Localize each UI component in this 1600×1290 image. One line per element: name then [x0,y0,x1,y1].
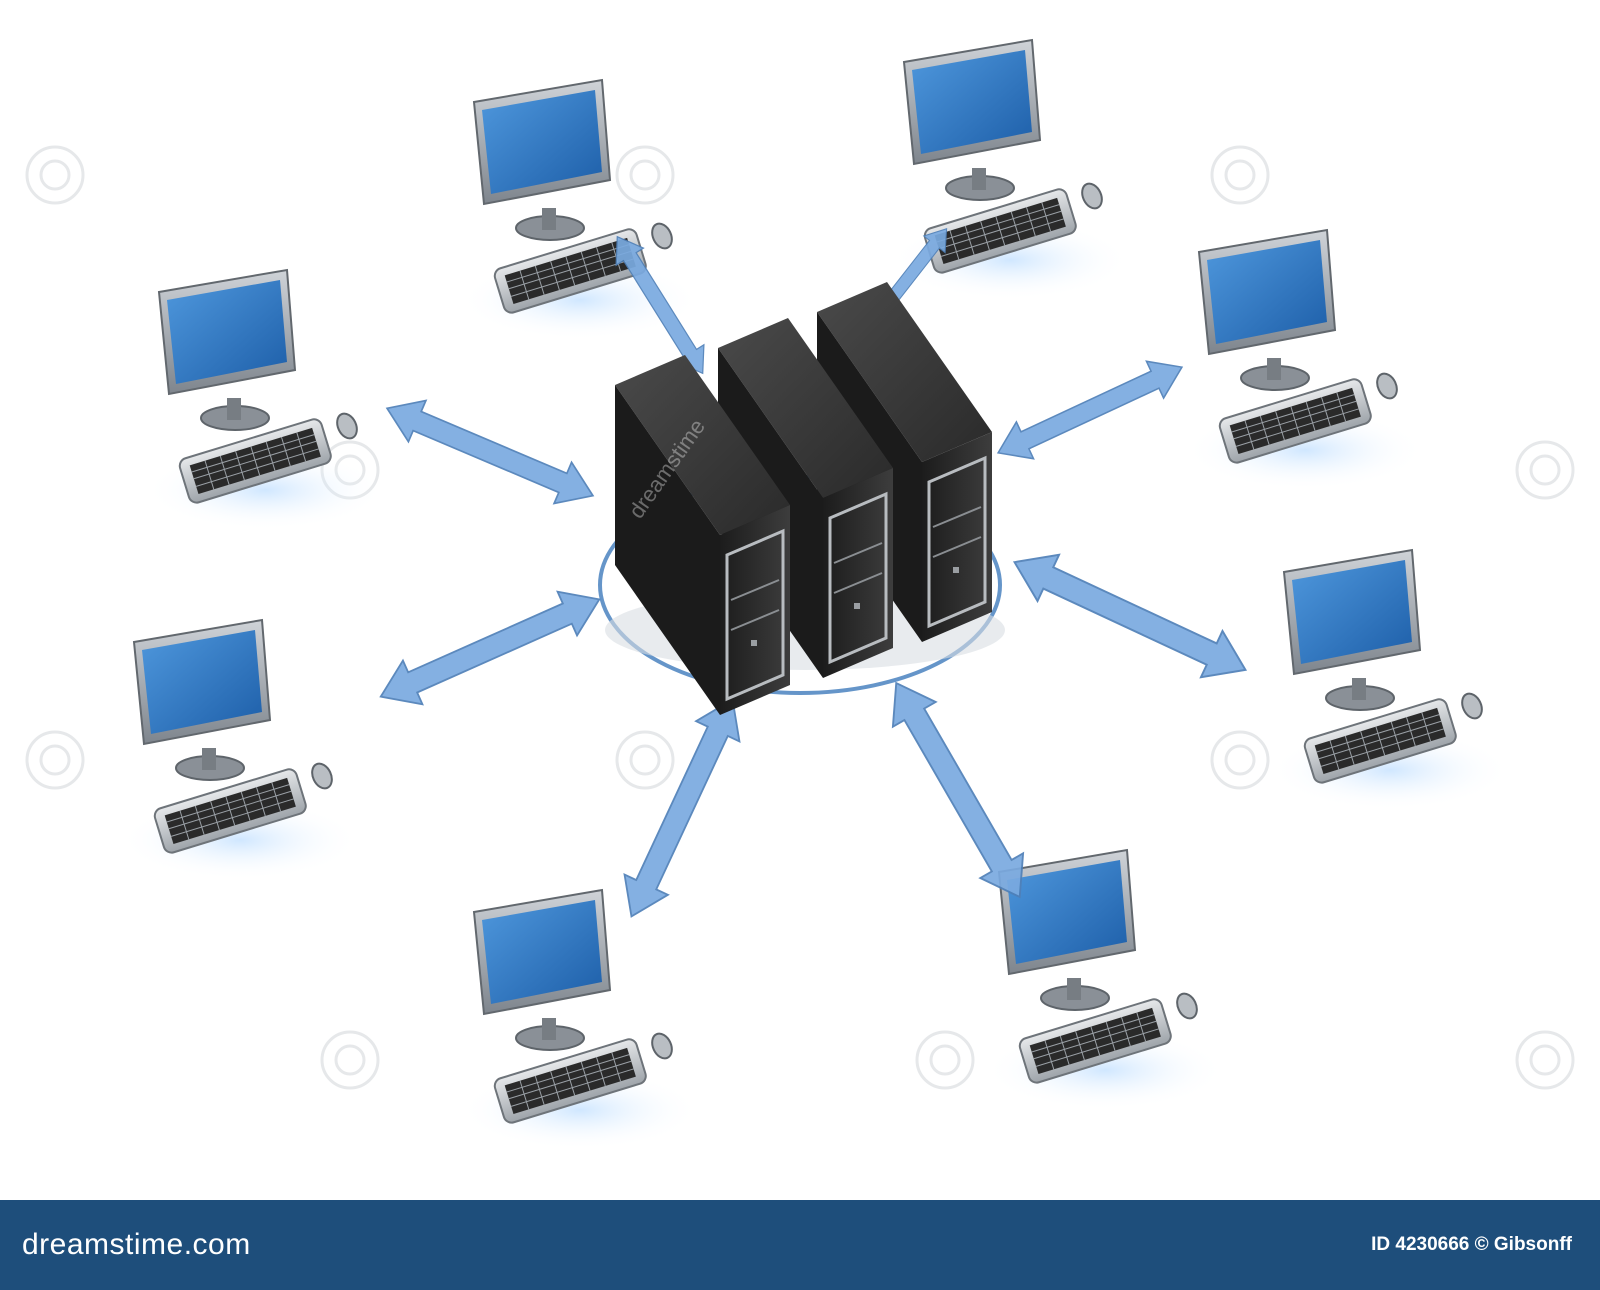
workstation-upper-right [1184,229,1426,491]
footer-credit-text: ID 4230666 © Gibsonff [1371,1234,1572,1255]
workstation-middle-left [119,619,361,881]
network-illustration: dreamstime [25,39,1575,1151]
workstation-upper-left [144,269,386,531]
footer-logo-text[interactable]: dreamstime.com [22,1228,251,1261]
footer-bar: dreamstime.com ID 4230666 © Gibsonff [0,1200,1600,1290]
workstation-bottom-left [459,889,701,1151]
server-cluster [605,280,1005,717]
workstation-middle-right [1269,549,1511,811]
